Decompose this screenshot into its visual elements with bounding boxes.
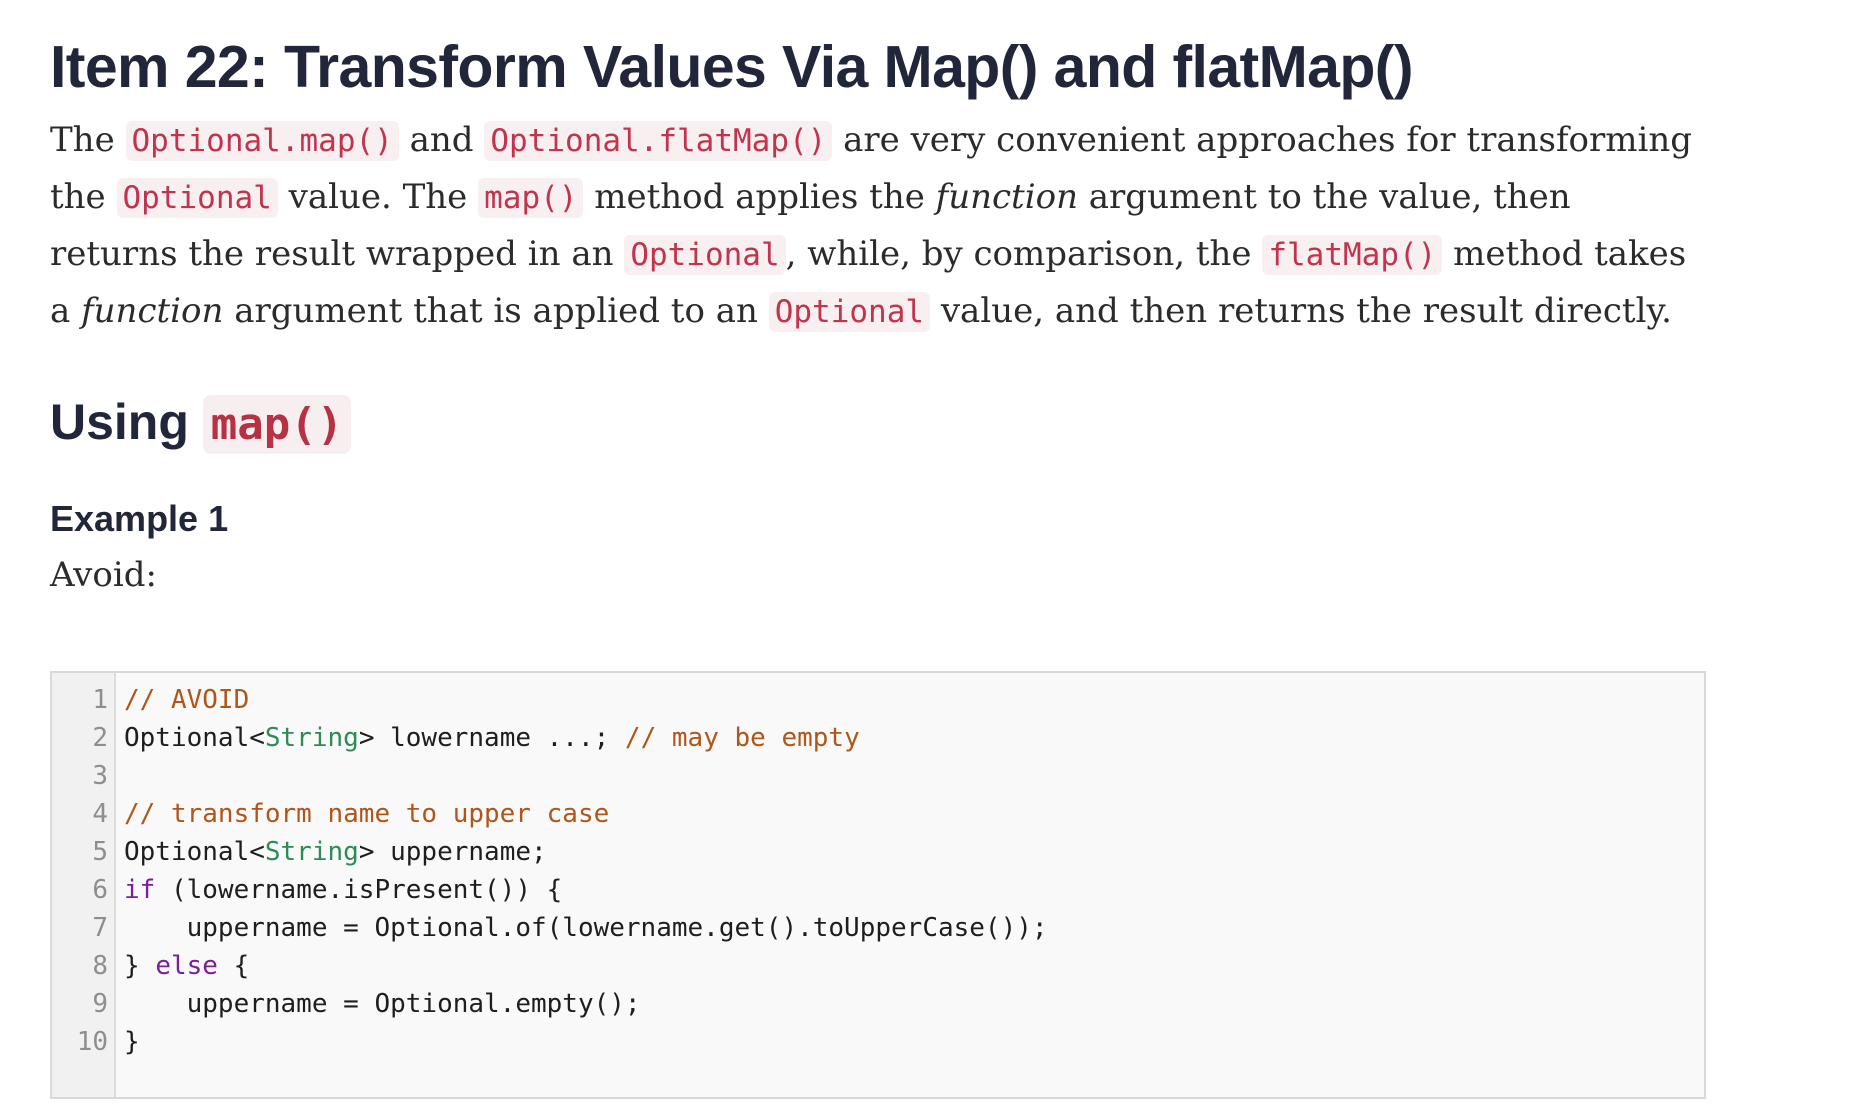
line-code: Optional<String> lowername ...; // may b… xyxy=(124,719,860,757)
code-token: (lowername.isPresent()) { xyxy=(155,875,563,905)
line-number: 5 xyxy=(92,837,108,867)
page-title: Item 22: Transform Values Via Map() and … xyxy=(50,34,1414,100)
article: Item 22: Transform Values Via Map() and … xyxy=(50,32,1750,1099)
line-code: Optional<String> uppername; xyxy=(124,833,547,871)
emphasis: function xyxy=(935,177,1078,217)
emphasis: function xyxy=(81,291,224,331)
code-token: // transform name to upper case xyxy=(124,799,610,829)
intro-text: value. The xyxy=(277,177,479,217)
intro-text: method takes a xyxy=(50,234,1687,331)
line-number: 3 xyxy=(92,761,108,791)
line-code: // AVOID xyxy=(124,681,249,719)
line-code: uppername = Optional.of(lowername.get().… xyxy=(124,909,1048,947)
line-number: 6 xyxy=(92,875,108,905)
code-token: > uppername; xyxy=(358,837,547,867)
code-line: 2 Optional<String> lowername ...; // may … xyxy=(52,719,1704,757)
code-line: 8} else { xyxy=(52,947,1704,985)
code-line: 6 if (lowername.isPresent()) { xyxy=(52,871,1704,909)
inline-code: Optional xyxy=(116,178,278,218)
line-number: 8 xyxy=(92,951,108,981)
line-code: // transform name to upper case xyxy=(124,795,609,833)
code-token: { xyxy=(217,951,250,981)
example-heading: Example 1 xyxy=(50,498,229,539)
code-token: if xyxy=(124,875,156,905)
code-line: 3 xyxy=(52,757,1704,795)
inline-code: Optional.map() xyxy=(125,121,399,161)
line-number-gutter xyxy=(52,673,116,1097)
code-line: 5 Optional<String> uppername; xyxy=(52,833,1704,871)
code-token: uppername = Optional.of(lowername.get().… xyxy=(124,913,1048,943)
inline-code: flatMap() xyxy=(1262,235,1443,275)
intro-text: The xyxy=(50,120,126,160)
line-number: 4 xyxy=(92,799,108,829)
line-code: } else { xyxy=(124,947,249,985)
line-code: } xyxy=(124,1023,140,1061)
line-number: 9 xyxy=(92,989,108,1019)
section-heading-code: map() xyxy=(202,395,352,454)
intro-text: , while, by comparison, the xyxy=(785,234,1263,274)
inline-code: map() xyxy=(478,178,584,218)
line-number: 1 xyxy=(92,685,108,715)
code-token: Optional< xyxy=(124,723,265,753)
code-line: 1 // AVOID xyxy=(52,681,1704,719)
code-line: 10} xyxy=(52,1023,1704,1061)
code-token: > lowername ...; xyxy=(358,723,625,753)
line-code: uppername = Optional.empty(); xyxy=(124,985,641,1023)
intro-text: argument that is applied to an xyxy=(223,291,769,331)
intro-paragraph: The Optional.map() and Optional.flatMap(… xyxy=(50,112,1700,340)
intro-text: value, and then returns the result direc… xyxy=(930,291,1672,331)
avoid-label: Avoid: xyxy=(50,555,157,595)
code-token: String xyxy=(264,723,359,753)
line-code: if (lowername.isPresent()) { xyxy=(124,871,562,909)
inline-code: Optional xyxy=(624,235,786,275)
code-line: 9 uppername = Optional.empty(); xyxy=(52,985,1704,1023)
code-token: // AVOID xyxy=(124,685,250,715)
code-token: else xyxy=(155,951,218,981)
intro-text: and xyxy=(398,120,485,160)
section-heading-text: Using xyxy=(50,394,203,450)
code-token: String xyxy=(264,837,359,867)
line-number: 10 xyxy=(76,1027,108,1057)
code-line: 7 uppername = Optional.of(lowername.get(… xyxy=(52,909,1704,947)
code-token: // may be empty xyxy=(624,723,860,753)
code-token: } xyxy=(124,951,156,981)
intro-text: are very convenient approaches for trans… xyxy=(50,120,1693,217)
line-number: 2 xyxy=(92,723,108,753)
code-token: Optional< xyxy=(124,837,265,867)
line-number: 7 xyxy=(92,913,108,943)
intro-text: method applies the xyxy=(583,177,936,217)
code-token: uppername = Optional.empty(); xyxy=(124,989,641,1019)
inline-code: Optional xyxy=(768,292,931,332)
section-heading: Using map() xyxy=(50,390,1750,457)
code-token: } xyxy=(124,1027,140,1057)
inline-code: Optional.flatMap() xyxy=(484,121,833,161)
code-line: 4 // transform name to upper case xyxy=(52,795,1704,833)
intro-text: argument to the value, then returns the … xyxy=(50,177,1571,274)
